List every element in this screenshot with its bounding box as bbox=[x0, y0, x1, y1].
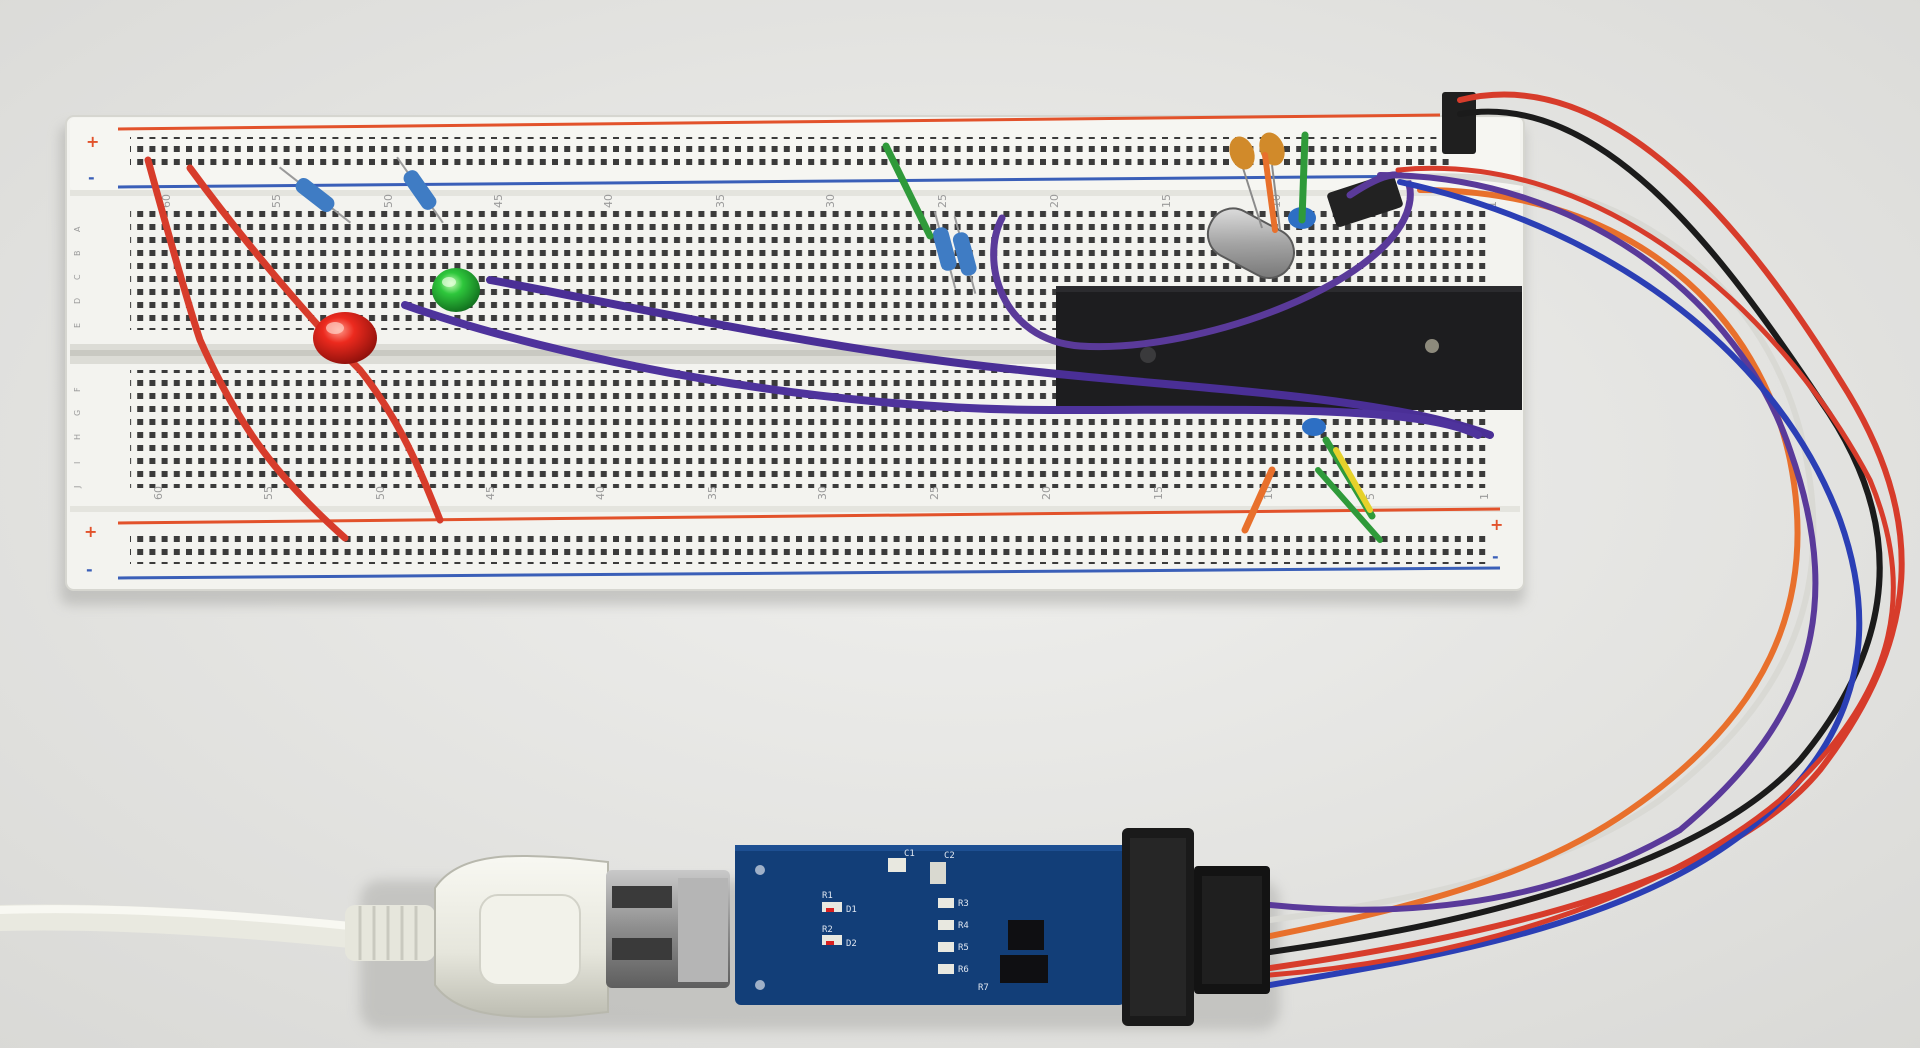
jumper-wires bbox=[144, 131, 1494, 543]
column-number-top: 55 bbox=[270, 194, 283, 208]
bottom-minus-rail-line bbox=[117, 566, 1501, 580]
resistor-4 bbox=[952, 216, 977, 294]
pcb-label: R1 bbox=[822, 891, 833, 901]
pcb-label: C1 bbox=[904, 849, 915, 859]
usb-metal-connector bbox=[606, 870, 730, 988]
column-number-bottom: 35 bbox=[706, 486, 719, 500]
column-number-top: 40 bbox=[602, 194, 615, 208]
rail-plus-label-br: + bbox=[1490, 515, 1503, 534]
column-number-bottom: 30 bbox=[816, 486, 829, 500]
row-letter-top: D bbox=[73, 298, 82, 304]
resistor-1 bbox=[278, 166, 352, 224]
pcb-label: R6 bbox=[958, 965, 969, 975]
rail-plus-label-bl: + bbox=[84, 522, 97, 541]
column-number-bottom: 45 bbox=[484, 486, 497, 500]
header-connector-top bbox=[1442, 92, 1476, 154]
header-connector-mid bbox=[1327, 173, 1403, 227]
led-red bbox=[313, 312, 377, 364]
rail-holes-bottom bbox=[130, 530, 1490, 564]
column-number-top: 15 bbox=[1160, 194, 1173, 208]
led-green bbox=[432, 268, 480, 312]
column-number-bottom: 15 bbox=[1152, 486, 1165, 500]
row-letters-bottom: F G H I J bbox=[73, 387, 82, 489]
row-letter-bottom: J bbox=[73, 486, 82, 489]
bottom-plus-rail-line bbox=[117, 507, 1501, 525]
pcb-label: R5 bbox=[958, 943, 969, 953]
idc-connector bbox=[1122, 828, 1270, 1026]
usb-plug bbox=[434, 854, 609, 1018]
row-letter-bottom: F bbox=[73, 387, 82, 392]
column-number-bottom: 25 bbox=[928, 486, 941, 500]
column-number-top: 35 bbox=[714, 194, 727, 208]
row-letter-top: B bbox=[73, 251, 82, 257]
row-letter-top: C bbox=[73, 274, 82, 280]
row-letters-top: A B C D E bbox=[73, 226, 82, 328]
column-number-bottom: 1 bbox=[1478, 493, 1491, 500]
column-number-bottom: 5 bbox=[1364, 493, 1377, 500]
pcb-label: R4 bbox=[958, 921, 969, 931]
column-number-top: 20 bbox=[1048, 194, 1061, 208]
column-number-bottom: 40 bbox=[594, 486, 607, 500]
blue-capacitor-bottom bbox=[1302, 418, 1326, 436]
row-letter-top: A bbox=[73, 226, 82, 232]
usb-cable bbox=[0, 904, 435, 961]
ceramic-capacitor-1 bbox=[1229, 136, 1263, 229]
crystal-oscillator bbox=[1206, 207, 1295, 279]
column-number-bottom: 20 bbox=[1040, 486, 1053, 500]
resistor-2 bbox=[396, 156, 444, 224]
rail-minus-label-br: - bbox=[1492, 547, 1499, 566]
rail-minus-label-tl: - bbox=[88, 168, 95, 187]
pcb-label: D1 bbox=[846, 905, 857, 915]
column-number-bottom: 60 bbox=[152, 486, 165, 500]
pcb-label: R7 bbox=[978, 983, 989, 993]
column-number-bottom: 55 bbox=[262, 486, 275, 500]
column-number-top: 25 bbox=[936, 194, 949, 208]
row-letter-bottom: G bbox=[73, 410, 82, 416]
top-plus-rail-line bbox=[117, 113, 1441, 131]
column-number-top: 45 bbox=[492, 194, 505, 208]
top-minus-rail-line bbox=[117, 174, 1441, 189]
pcb-label: R3 bbox=[958, 899, 969, 909]
column-number-top: 50 bbox=[382, 194, 395, 208]
pcb-label: R2 bbox=[822, 925, 833, 935]
column-number-bottom: 50 bbox=[374, 486, 387, 500]
row-letter-bottom: H bbox=[73, 434, 82, 440]
resistor-3 bbox=[932, 211, 957, 289]
programmer-cable-bundle bbox=[1267, 91, 1905, 988]
column-number-top: 30 bbox=[824, 194, 837, 208]
column-number-top: 1 bbox=[1486, 201, 1499, 208]
rail-minus-label-bl: - bbox=[86, 560, 93, 579]
rail-plus-label-tl: + bbox=[86, 132, 99, 151]
pcb-label: D2 bbox=[846, 939, 857, 949]
row-letter-bottom: I bbox=[73, 462, 82, 464]
row-letter-top: E bbox=[73, 323, 82, 328]
pcb-label: C2 bbox=[944, 851, 955, 861]
